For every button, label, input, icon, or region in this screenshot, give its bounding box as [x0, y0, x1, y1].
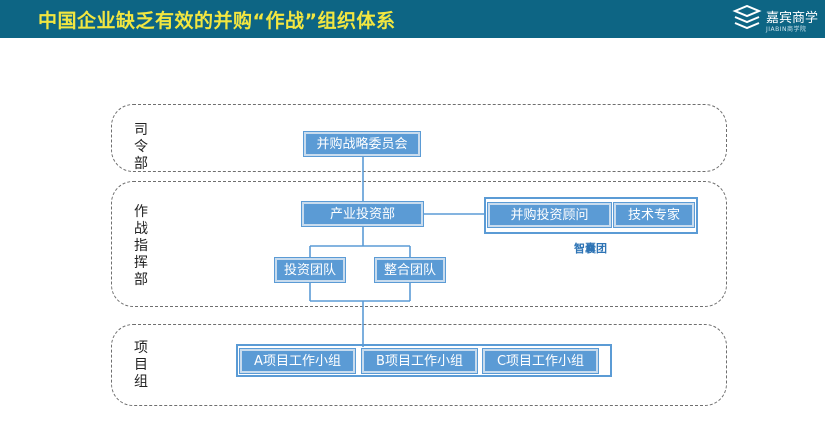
project-group-a-node: A项目工作小组 — [240, 349, 355, 373]
project-section-label: 项目组 — [134, 340, 148, 390]
header-bar: 中国企业缺乏有效的并购“作战”组织体系 嘉宾商学 JIABIN商学院 — [0, 0, 825, 38]
investment-team-node: 投资团队 — [275, 258, 345, 282]
logo-subtitle: JIABIN商学院 — [766, 26, 807, 33]
combat-section-label: 作战指挥部 — [134, 204, 148, 288]
command-section-label: 司令部 — [134, 122, 148, 172]
project-groups-container — [236, 344, 612, 377]
ma-committee-node: 并购战略委员会 — [304, 132, 420, 156]
command-section — [111, 104, 727, 172]
integration-team-node: 整合团队 — [375, 258, 445, 282]
think-tank-group — [484, 197, 698, 234]
slide-title: 中国企业缺乏有效的并购“作战”组织体系 — [38, 10, 396, 32]
project-section — [111, 324, 727, 406]
industry-investment-node: 产业投资部 — [302, 202, 423, 226]
logo-mark-icon — [732, 5, 762, 30]
project-group-c-node: C项目工作小组 — [483, 349, 598, 373]
tech-expert-node: 技术专家 — [614, 203, 694, 227]
combat-section — [111, 181, 727, 307]
logo-name: 嘉宾商学 — [766, 11, 819, 26]
project-group-b-node: B项目工作小组 — [362, 349, 477, 373]
think-tank-label: 智囊团 — [574, 242, 607, 255]
brand-logo: 嘉宾商学 JIABIN商学院 — [732, 2, 822, 36]
ma-advisor-node: 并购投资顾问 — [488, 203, 611, 227]
